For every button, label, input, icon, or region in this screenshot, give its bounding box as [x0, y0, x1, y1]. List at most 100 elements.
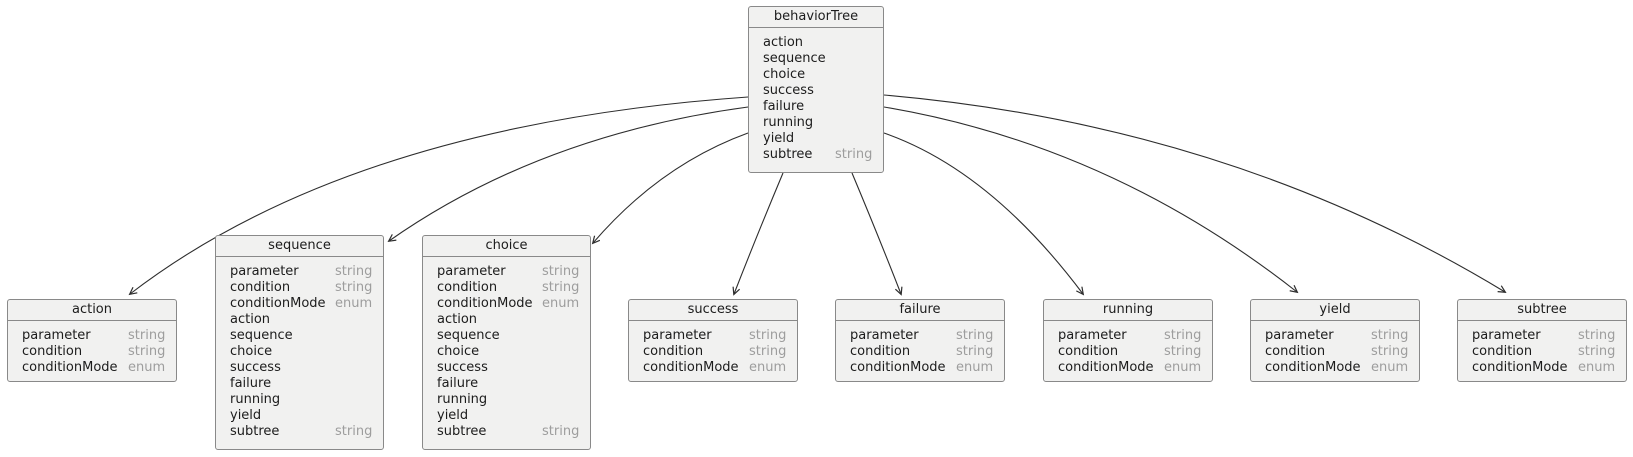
- field-row: yield: [749, 131, 883, 147]
- field-row: subtree string: [749, 147, 883, 163]
- field-name: condition: [22, 344, 83, 359]
- edge-behaviorTree-subtree: [883, 94, 1505, 292]
- field-type: string: [1578, 344, 1616, 359]
- field-name: subtree: [763, 147, 813, 162]
- field-row: action: [216, 312, 383, 328]
- edge-behaviorTree-success: [734, 172, 784, 294]
- field-type: [835, 35, 877, 51]
- field-type: [835, 131, 877, 147]
- field-row: success: [423, 360, 590, 376]
- field-name: failure: [763, 99, 805, 114]
- field-name: condition: [1265, 344, 1326, 359]
- field-row: failure: [423, 376, 590, 392]
- field-name: sequence: [437, 328, 500, 343]
- node-sequence-title: sequence: [216, 236, 383, 257]
- field-row: conditionMode enum: [836, 360, 1004, 376]
- field-type: [335, 360, 377, 376]
- field-row: success: [749, 83, 883, 99]
- node-running-title: running: [1044, 300, 1212, 321]
- field-name: conditionMode: [230, 296, 326, 311]
- field-name: conditionMode: [643, 360, 739, 375]
- field-name: condition: [437, 280, 498, 295]
- field-name: condition: [230, 280, 291, 295]
- field-type: string: [1371, 328, 1409, 343]
- field-row: sequence: [216, 328, 383, 344]
- field-type: enum: [1371, 360, 1409, 375]
- field-row: subtree string: [216, 424, 383, 440]
- field-type: string: [835, 147, 873, 162]
- field-name: conditionMode: [437, 296, 533, 311]
- field-row: sequence: [423, 328, 590, 344]
- field-type: [542, 360, 584, 376]
- field-name: condition: [643, 344, 704, 359]
- edge-behaviorTree-failure: [851, 172, 901, 294]
- field-name: failure: [230, 376, 272, 391]
- field-type: [335, 312, 377, 328]
- field-row: failure: [216, 376, 383, 392]
- field-type: enum: [956, 360, 994, 375]
- field-name: parameter: [643, 328, 712, 343]
- field-name: choice: [437, 344, 480, 359]
- field-name: parameter: [22, 328, 91, 343]
- field-name: conditionMode: [1265, 360, 1361, 375]
- field-row: action: [423, 312, 590, 328]
- field-name: success: [763, 83, 814, 98]
- field-row: yield: [423, 408, 590, 424]
- field-type: string: [335, 424, 373, 439]
- field-name: running: [230, 392, 281, 407]
- field-name: subtree: [230, 424, 280, 439]
- field-type: enum: [749, 360, 787, 375]
- field-name: action: [437, 312, 478, 327]
- node-failure-title: failure: [836, 300, 1004, 321]
- field-name: sequence: [763, 51, 826, 66]
- field-type: string: [1371, 344, 1409, 359]
- field-type: string: [335, 280, 373, 295]
- field-name: yield: [437, 408, 469, 423]
- field-row: choice: [423, 344, 590, 360]
- field-type: enum: [1578, 360, 1616, 375]
- edge-behaviorTree-action: [130, 96, 749, 294]
- field-name: conditionMode: [850, 360, 946, 375]
- field-name: parameter: [1472, 328, 1541, 343]
- field-row: condition string: [216, 280, 383, 296]
- field-type: [835, 115, 877, 131]
- field-row: sequence: [749, 51, 883, 67]
- field-row: failure: [749, 99, 883, 115]
- field-row: action: [749, 35, 883, 51]
- field-type: [542, 408, 584, 424]
- field-type: [835, 67, 877, 83]
- node-success-title: success: [629, 300, 797, 321]
- field-type: enum: [335, 296, 373, 311]
- field-row: choice: [216, 344, 383, 360]
- field-name: action: [230, 312, 271, 327]
- node-action-title: action: [8, 300, 176, 321]
- node-behaviorTree-title: behaviorTree: [749, 7, 883, 28]
- field-type: [335, 344, 377, 360]
- node-subtree-title: subtree: [1458, 300, 1626, 321]
